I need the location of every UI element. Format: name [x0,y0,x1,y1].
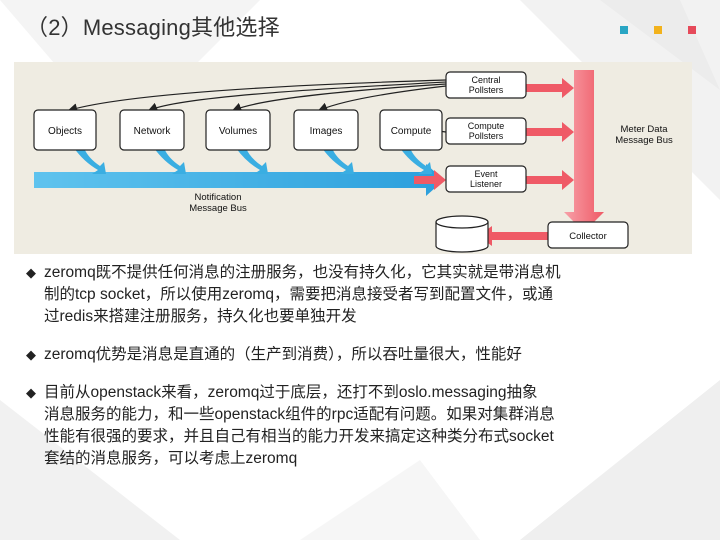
accent-dot-yellow [654,26,662,34]
box-objects-label: Objects [48,126,82,137]
box-images-label: Images [310,126,343,137]
meter-bus-arrow [564,70,604,232]
central-pollsters-line1: Central [471,75,500,85]
diamond-bullet-icon: ◆ [26,265,36,280]
arrow-compute-to-bus [526,122,574,142]
bullet-line: zeromq既不提供任何消息的注册服务，也没有持久化，它其实就是带消息机 [44,264,561,281]
bullet-line: 制的tcp socket，所以使用zeromq，需要把消息接受者写到配置文件，或… [44,286,553,303]
box-compute: Compute [379,109,443,151]
bullet-line: 目前从openstack来看，zeromq过于底层，还打不到oslo.messa… [44,384,538,401]
arrow-bus-to-event [414,170,446,190]
box-central-pollsters: Central Pollsters [445,71,527,99]
box-volumes: Volumes [205,109,271,151]
diamond-bullet-icon: ◆ [26,385,36,400]
box-compute-pollsters: Compute Pollsters [445,117,527,145]
box-network: Network [119,109,185,151]
accent-dot-red [688,26,696,34]
blue-drop-volumes [236,148,268,174]
blue-drop-compute [400,148,432,174]
bullet-item: ◆ zeromq优势是消息是直通的（生产到消费），所以吞吐量很大，性能好 [26,344,666,366]
arrow-collector-to-db [478,226,548,246]
accent-dot-blue [620,26,628,34]
architecture-diagram: Objects Network Volumes Images Compute C… [14,62,692,254]
box-volumes-label: Volumes [219,126,257,137]
bullet-item: ◆ zeromq既不提供任何消息的注册服务，也没有持久化，它其实就是带消息机 制… [26,262,666,328]
poll-line-images [317,85,447,112]
notification-bus-label-2: Message Bus [189,203,247,214]
database-icon [435,215,489,253]
arrow-central-to-bus [526,78,574,98]
bullet-line: 套结的消息服务，可以考虑上zeromq [44,450,298,467]
arrow-event-to-bus [526,170,574,190]
box-event-listener: Event Listener [445,165,527,193]
collector-label: Collector [569,231,607,242]
poll-line-objects [67,79,447,113]
event-listener-line1: Event [474,169,498,179]
bullet-line: 性能有很强的要求，并且自己有相当的能力开发来搞定这种类分布式socket [44,428,554,445]
meter-bus-label-2: Message Bus [615,135,673,146]
accent-dots [620,26,696,34]
blue-drop-objects [74,148,106,174]
meter-bus-label-1: Meter Data [621,124,669,135]
page-title: （2）Messaging其他选择 [26,15,280,40]
poll-line-network [147,81,447,112]
bullet-line: zeromq优势是消息是直通的（生产到消费），所以吞吐量很大，性能好 [44,346,522,363]
compute-pollsters-line2: Pollsters [469,131,504,141]
notification-bus-label-1: Notification [195,192,242,203]
notification-bus-arrow [34,164,444,196]
bullet-line: 过redis来搭建注册服务，持久化也要单独开发 [44,308,357,325]
box-images: Images [293,109,359,151]
box-network-label: Network [134,126,172,137]
blue-drop-images [322,148,354,174]
box-objects: Objects [33,109,97,151]
bullet-item: ◆ 目前从openstack来看，zeromq过于底层，还打不到oslo.mes… [26,382,666,470]
box-compute-label: Compute [391,126,432,137]
blue-drop-network [154,148,186,174]
compute-pollsters-line1: Compute [468,121,505,131]
box-collector: Collector [547,221,629,249]
bullet-list: ◆ zeromq既不提供任何消息的注册服务，也没有持久化，它其实就是带消息机 制… [26,262,666,486]
poll-line-volumes [231,83,447,112]
diagram-svg: Objects Network Volumes Images Compute C… [33,70,673,253]
event-listener-line2: Listener [470,179,502,189]
central-pollsters-line2: Pollsters [469,85,504,95]
bullet-line: 消息服务的能力，和一些openstack组件的rpc适配有问题。如果对集群消息 [44,406,555,423]
diamond-bullet-icon: ◆ [26,347,36,362]
